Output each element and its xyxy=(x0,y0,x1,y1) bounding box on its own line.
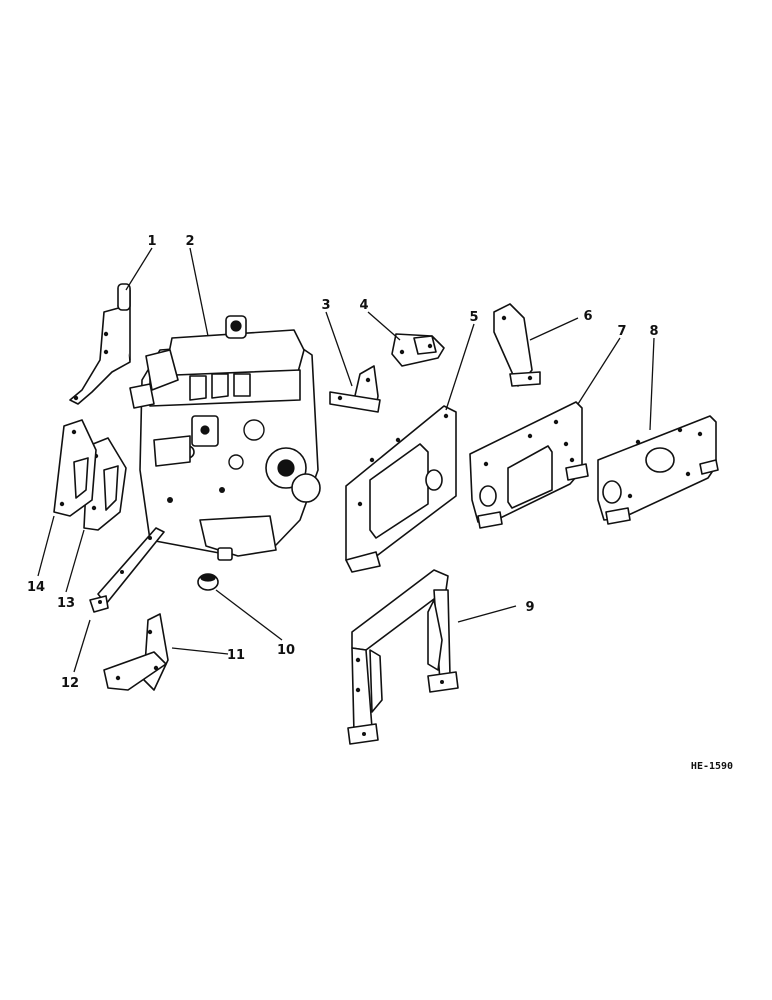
part-1-bracket xyxy=(69,283,131,405)
drawing-id: HE-1590 xyxy=(691,761,733,772)
part-8-plate xyxy=(597,415,719,525)
part-3-mount xyxy=(329,365,381,413)
callout-4: 4 xyxy=(359,298,368,313)
callout-13: 13 xyxy=(57,596,75,611)
part-10-bushing xyxy=(197,573,219,591)
callout-1: 1 xyxy=(147,234,156,249)
callout-2: 2 xyxy=(185,234,194,249)
callout-14: 14 xyxy=(27,580,45,595)
part-6-bracket xyxy=(493,303,541,387)
part-5-plate xyxy=(345,405,457,573)
callout-9: 9 xyxy=(525,600,534,615)
part-2-engine xyxy=(129,315,321,561)
part-11-bracket xyxy=(103,613,169,691)
callout-5: 5 xyxy=(469,310,478,325)
callout-7: 7 xyxy=(617,324,626,339)
part-7-plate xyxy=(469,401,589,529)
callout-10: 10 xyxy=(277,643,295,658)
part-12-strap xyxy=(89,527,165,613)
part-9-frame xyxy=(347,569,459,745)
part-4-bracket xyxy=(391,333,445,367)
callout-12: 12 xyxy=(61,676,79,691)
callout-3: 3 xyxy=(321,298,330,313)
callout-labels: 1 2 3 4 5 6 7 8 9 10 11 12 13 14 xyxy=(27,234,659,691)
leader-lines xyxy=(37,247,655,673)
callout-6: 6 xyxy=(583,309,592,324)
callout-11: 11 xyxy=(227,648,245,663)
callout-8: 8 xyxy=(649,324,658,339)
part-14-bracket xyxy=(53,419,97,517)
